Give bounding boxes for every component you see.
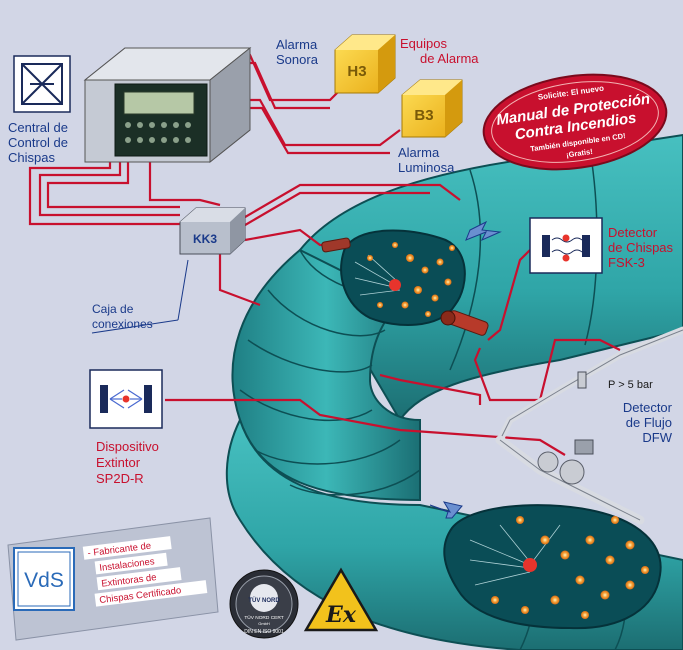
svg-text:DFW: DFW <box>642 430 672 445</box>
svg-text:Chispas: Chispas <box>8 150 55 165</box>
label-alarma-luminosa: Alarma Luminosa <box>398 145 455 175</box>
svg-text:Luminosa: Luminosa <box>398 160 455 175</box>
svg-text:Equipos: Equipos <box>400 36 447 51</box>
extinguisher-symbol <box>89 369 163 429</box>
svg-text:Detector: Detector <box>623 400 673 415</box>
h3-label: H3 <box>347 63 366 80</box>
junction-box-kk3: KK3 <box>179 207 246 255</box>
svg-text:conexiones: conexiones <box>92 317 153 331</box>
svg-text:Extintor: Extintor <box>96 455 141 470</box>
svg-text:FSK-3: FSK-3 <box>608 255 645 270</box>
tuv-mid: TÜV NORD CERT <box>244 614 283 621</box>
svg-text:Detector: Detector <box>608 225 658 240</box>
label-caja: Caja de conexiones <box>92 302 153 331</box>
caja-leader <box>177 259 189 321</box>
kk3-label: KK3 <box>193 232 217 246</box>
svg-text:Dispositivo: Dispositivo <box>96 439 159 454</box>
badge-line-5: ¡Gratis! <box>566 147 594 160</box>
control-cabinet <box>83 46 252 164</box>
svg-text:de Flujo: de Flujo <box>626 415 672 430</box>
label-dispositivo: Dispositivo Extintor SP2D-R <box>96 439 159 486</box>
alarm-box-b3: B3 <box>401 79 463 138</box>
label-presion: P > 5 bar <box>608 379 653 391</box>
svg-text:Control de: Control de <box>8 135 68 150</box>
spark-detector-fitting <box>440 310 489 336</box>
label-equipos: Equipos de Alarma <box>400 36 479 66</box>
spark-detector-symbol <box>529 217 603 274</box>
caja-leader-base <box>91 319 179 334</box>
svg-text:Sonora: Sonora <box>276 52 319 67</box>
svg-text:de Alarma: de Alarma <box>420 51 479 66</box>
tuv-small: GmbH <box>258 621 270 626</box>
svg-text:Caja de: Caja de <box>92 302 134 316</box>
ex-label: Ex <box>325 602 357 628</box>
tuv-bottom: DIN EN ISO 9001 <box>244 629 284 635</box>
svg-text:SP2D-R: SP2D-R <box>96 471 144 486</box>
alarm-box-h3: H3 <box>334 34 396 94</box>
spark-cutaway-lower <box>443 504 662 630</box>
label-central: Central de Control de Chispas <box>8 120 68 165</box>
tuv-top: TÜV NORD <box>248 597 280 604</box>
spark-cutaway-upper <box>340 229 466 326</box>
signal-wires <box>28 53 621 456</box>
label-detector-flujo: Detector de Flujo DFW <box>623 400 673 445</box>
flow-arrow-lower <box>429 501 463 519</box>
ex-hazard-mark: Ex <box>303 567 379 632</box>
svg-text:Central de: Central de <box>8 120 68 135</box>
svg-text:Alarma: Alarma <box>276 37 318 52</box>
vds-logo: VdS <box>24 569 64 592</box>
control-center-symbol <box>13 55 71 113</box>
label-alarma-sonora: Alarma Sonora <box>276 37 319 67</box>
upper-probe <box>321 237 351 253</box>
svg-text:Alarma: Alarma <box>398 145 440 160</box>
vds-certificate-card: VdS - Fabricante de Instalaciones Extint… <box>7 517 219 641</box>
water-supply-line <box>495 326 683 525</box>
manual-promo-badge: Solicite: El nuevo Manual de Protección … <box>482 73 668 171</box>
label-detector-chispas: Detector de Chispas FSK-3 <box>608 225 674 270</box>
flow-arrow-upper <box>465 220 502 242</box>
svg-text:de Chispas: de Chispas <box>608 240 674 255</box>
tuv-nord-seal: TÜV NORD TÜV NORD CERT GmbH DIN EN ISO 9… <box>229 569 299 639</box>
b3-label: B3 <box>414 107 433 124</box>
